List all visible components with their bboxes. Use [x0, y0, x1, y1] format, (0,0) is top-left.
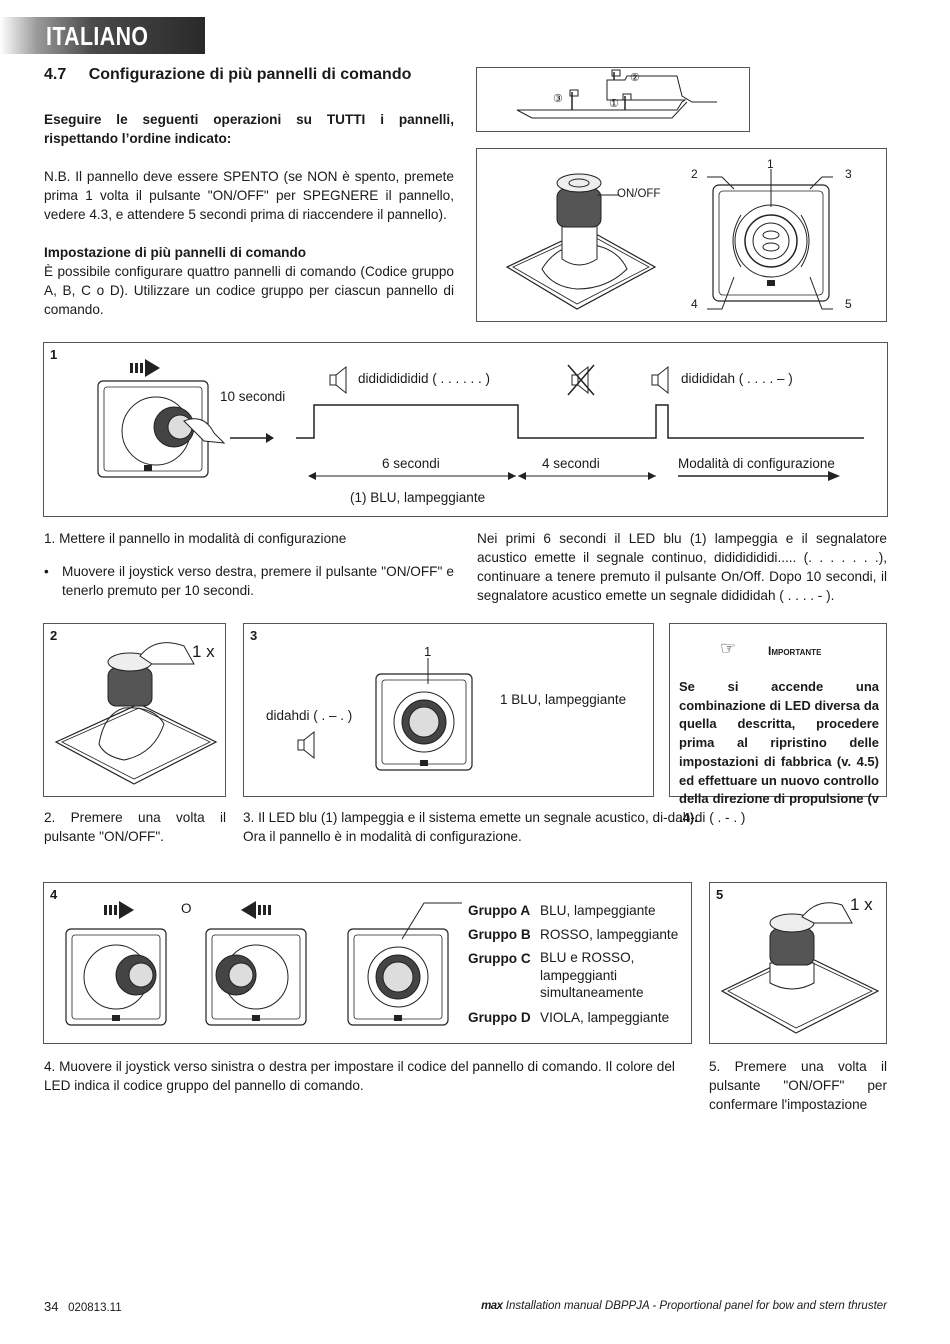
- right-arrow-icon: [130, 359, 160, 377]
- boat-label-2: ②: [630, 72, 640, 84]
- footer-right: max Installation manual DBPPJA - Proport…: [481, 1300, 887, 1312]
- corner-label-5: 5: [845, 297, 852, 311]
- figure-4-drawing: [65, 901, 462, 1026]
- group-name: Gruppo B: [468, 927, 531, 942]
- six-seconds-label: 6 secondi: [382, 456, 440, 471]
- doc-code: 020813.11: [68, 1302, 122, 1314]
- panel-overview-figure: ON/OFF 1 2 3 4 5: [476, 148, 887, 322]
- corner-label-2: 2: [691, 167, 698, 181]
- figure-3: 3 didahdi ( . – . ) 1 1 BLU, lampeggiant…: [243, 623, 654, 797]
- speaker-icon-2: [651, 365, 669, 395]
- step1-title: 1. Mettere il pannello in modalità di co…: [44, 531, 347, 546]
- group-list: Gruppo A BLU, lampeggiante Gruppo B ROSS…: [468, 901, 688, 1032]
- corner-label-3: 3: [845, 167, 852, 181]
- group-row-c: Gruppo C BLU e ROSSO, lampeggianti simul…: [468, 949, 688, 1008]
- step5-text: 5. Premere una volta il pulsante "ON/OFF…: [709, 1059, 887, 1112]
- corner-label-4: 4: [691, 297, 698, 311]
- figure-5: 5 1 x: [709, 882, 887, 1044]
- figure-1-number: 1: [50, 347, 58, 362]
- page-number: 34: [44, 1299, 59, 1314]
- figure-4: 4 O Gruppo A BLU, lampeggian: [43, 882, 692, 1044]
- figure-2-drawing: [54, 642, 218, 785]
- figure-4-number: 4: [50, 887, 58, 902]
- section-heading: 4.7 Configurazione di più pannelli di co…: [44, 66, 411, 84]
- figure-2: 2 1 x: [43, 623, 226, 797]
- group-value: BLU, lampeggiante: [540, 903, 656, 918]
- led-label: 1 BLU, lampeggiante: [500, 692, 627, 707]
- footer-title: Installation manual DBPPJA - Proportiona…: [505, 1300, 887, 1312]
- figure-1: 1 10 secondi didi: [43, 342, 888, 517]
- intro-text: Eseguire le seguenti operazioni su TUTTI…: [44, 112, 454, 146]
- step3-text: 3. Il LED blu (1) lampeggia e il sistema…: [243, 810, 746, 844]
- right-arrow-icon: [104, 901, 134, 919]
- group-value: BLU e ROSSO, lampeggianti simultaneament…: [540, 950, 644, 1000]
- boat-figure: ① ② ③: [476, 67, 750, 132]
- important-text: Se si accende una combinazione di LED di…: [679, 679, 879, 825]
- language-banner: ITALIANO: [0, 17, 205, 54]
- subtitle-text: È possibile configurare quattro pannelli…: [44, 264, 454, 317]
- step2-text: 2. Premere una volta il pulsante "ON/OFF…: [44, 810, 226, 844]
- group-name: Gruppo A: [468, 903, 531, 918]
- important-title: Importante: [768, 644, 822, 658]
- tone1-label: didididididid ( . . . . . . ): [358, 371, 491, 386]
- boat-label-3: ③: [553, 93, 563, 105]
- brand-logo: max: [481, 1300, 503, 1312]
- group-value: VIOLA, lampeggiante: [540, 1010, 670, 1025]
- didahdi-label: didahdi ( . – . ): [266, 708, 353, 723]
- pointing-hand-icon: ☞: [720, 638, 737, 659]
- blue-blink-label: (1) BLU, lampeggiante: [350, 490, 486, 505]
- footer-left: 34 020813.11: [44, 1299, 122, 1314]
- bullet-dot: •: [44, 564, 49, 579]
- subtitle: Impostazione di più pannelli di comando: [44, 245, 307, 260]
- panel-front-drawing: [707, 169, 833, 310]
- group-row-a: Gruppo A BLU, lampeggiante: [468, 901, 688, 925]
- config-mode-label: Modalità di configurazione: [678, 456, 835, 471]
- note-text: N.B. Il pannello deve essere SPENTO (se …: [44, 169, 454, 222]
- language-label: ITALIANO: [46, 21, 149, 51]
- figure-1-drawing: [97, 359, 864, 481]
- corner-label-1: 1: [767, 157, 774, 171]
- boat-label-1: ①: [609, 98, 619, 110]
- led-number: 1: [424, 644, 432, 659]
- figure-5-number: 5: [716, 887, 724, 902]
- figure-3-number: 3: [250, 628, 258, 643]
- press-once-label: 1 x: [850, 895, 873, 914]
- press-once-label: 1 x: [192, 642, 215, 661]
- step1-bullet: Muovere il joystick verso destra, premer…: [62, 564, 454, 598]
- speaker-icon-3: [297, 730, 315, 760]
- boat-outline-drawing: [516, 69, 717, 119]
- joystick-perspective-drawing: [505, 173, 657, 310]
- group-name: Gruppo C: [468, 951, 531, 966]
- group-row-d: Gruppo D VIOLA, lampeggiante: [468, 1008, 688, 1032]
- step1-right-text: Nei primi 6 secondi il LED blu (1) lampe…: [477, 531, 887, 603]
- tone2-label: didididah ( . . . . – ): [681, 371, 793, 386]
- four-seconds-label: 4 secondi: [542, 456, 600, 471]
- figure-5-drawing: [720, 902, 880, 1034]
- figure-2-number: 2: [50, 628, 58, 643]
- or-label: O: [181, 901, 192, 916]
- left-arrow-icon: [241, 901, 271, 919]
- step4-text: 4. Muovere il joystick verso sinistra o …: [44, 1059, 675, 1093]
- section-title: Configurazione di più pannelli di comand…: [88, 66, 412, 83]
- ten-seconds-label: 10 secondi: [220, 389, 286, 404]
- speaker-icon-1: [329, 365, 347, 395]
- speaker-muted-icon: [567, 364, 595, 396]
- figure-3-drawing: [297, 658, 473, 771]
- group-row-b: Gruppo B ROSSO, lampeggiante: [468, 925, 688, 949]
- group-name: Gruppo D: [468, 1010, 531, 1025]
- section-number: 4.7: [44, 66, 67, 83]
- important-box: ☞ Importante Se si accende una combinazi…: [669, 623, 887, 825]
- onoff-label: ON/OFF: [617, 188, 661, 200]
- group-value: ROSSO, lampeggiante: [540, 927, 679, 942]
